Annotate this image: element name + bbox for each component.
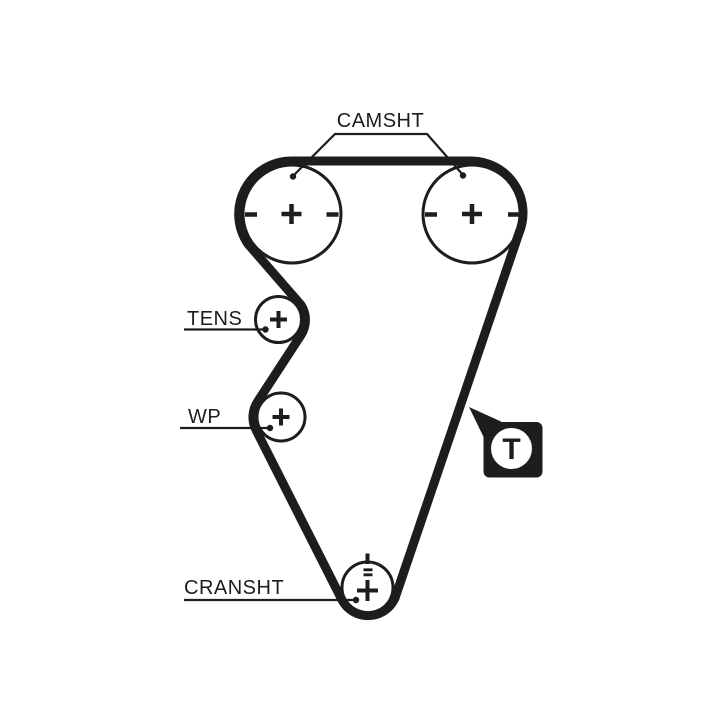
crankshaft-double-dash-mark bbox=[363, 568, 373, 577]
camshaft-left-plus-mark bbox=[281, 204, 302, 224]
tension-marker-pointer bbox=[469, 407, 501, 441]
water-pump-leader bbox=[180, 424, 274, 432]
water-pump-plus-mark bbox=[272, 408, 290, 426]
tensioner-plus-mark bbox=[270, 311, 287, 328]
camshaft-leader-line bbox=[292, 132, 464, 177]
camshaft-left-leader-dot bbox=[289, 173, 297, 180]
timing-belt-path bbox=[234, 156, 528, 621]
water-pump-label: WP bbox=[188, 406, 221, 428]
camshaft-label: CAMSHT bbox=[337, 110, 424, 132]
tensioner-leader-dot bbox=[262, 326, 269, 333]
camshaft-right-plus-mark bbox=[462, 204, 482, 224]
camshaft-right-leader-dot bbox=[459, 172, 467, 179]
crankshaft-leader-dot bbox=[352, 596, 360, 604]
crankshaft-label: CRANSHT bbox=[184, 577, 284, 599]
tension-marker-letter: T bbox=[502, 433, 520, 466]
tension-marker-circle bbox=[491, 428, 532, 469]
tensioner-leader bbox=[184, 326, 269, 333]
tensioner-label: TENS bbox=[187, 308, 242, 330]
camshaft-leader bbox=[289, 132, 467, 180]
crankshaft-leader bbox=[184, 596, 360, 604]
water-pump-leader-dot bbox=[266, 424, 274, 432]
crankshaft-plus-mark bbox=[357, 580, 378, 601]
tension-marker-icon: T bbox=[469, 407, 543, 478]
